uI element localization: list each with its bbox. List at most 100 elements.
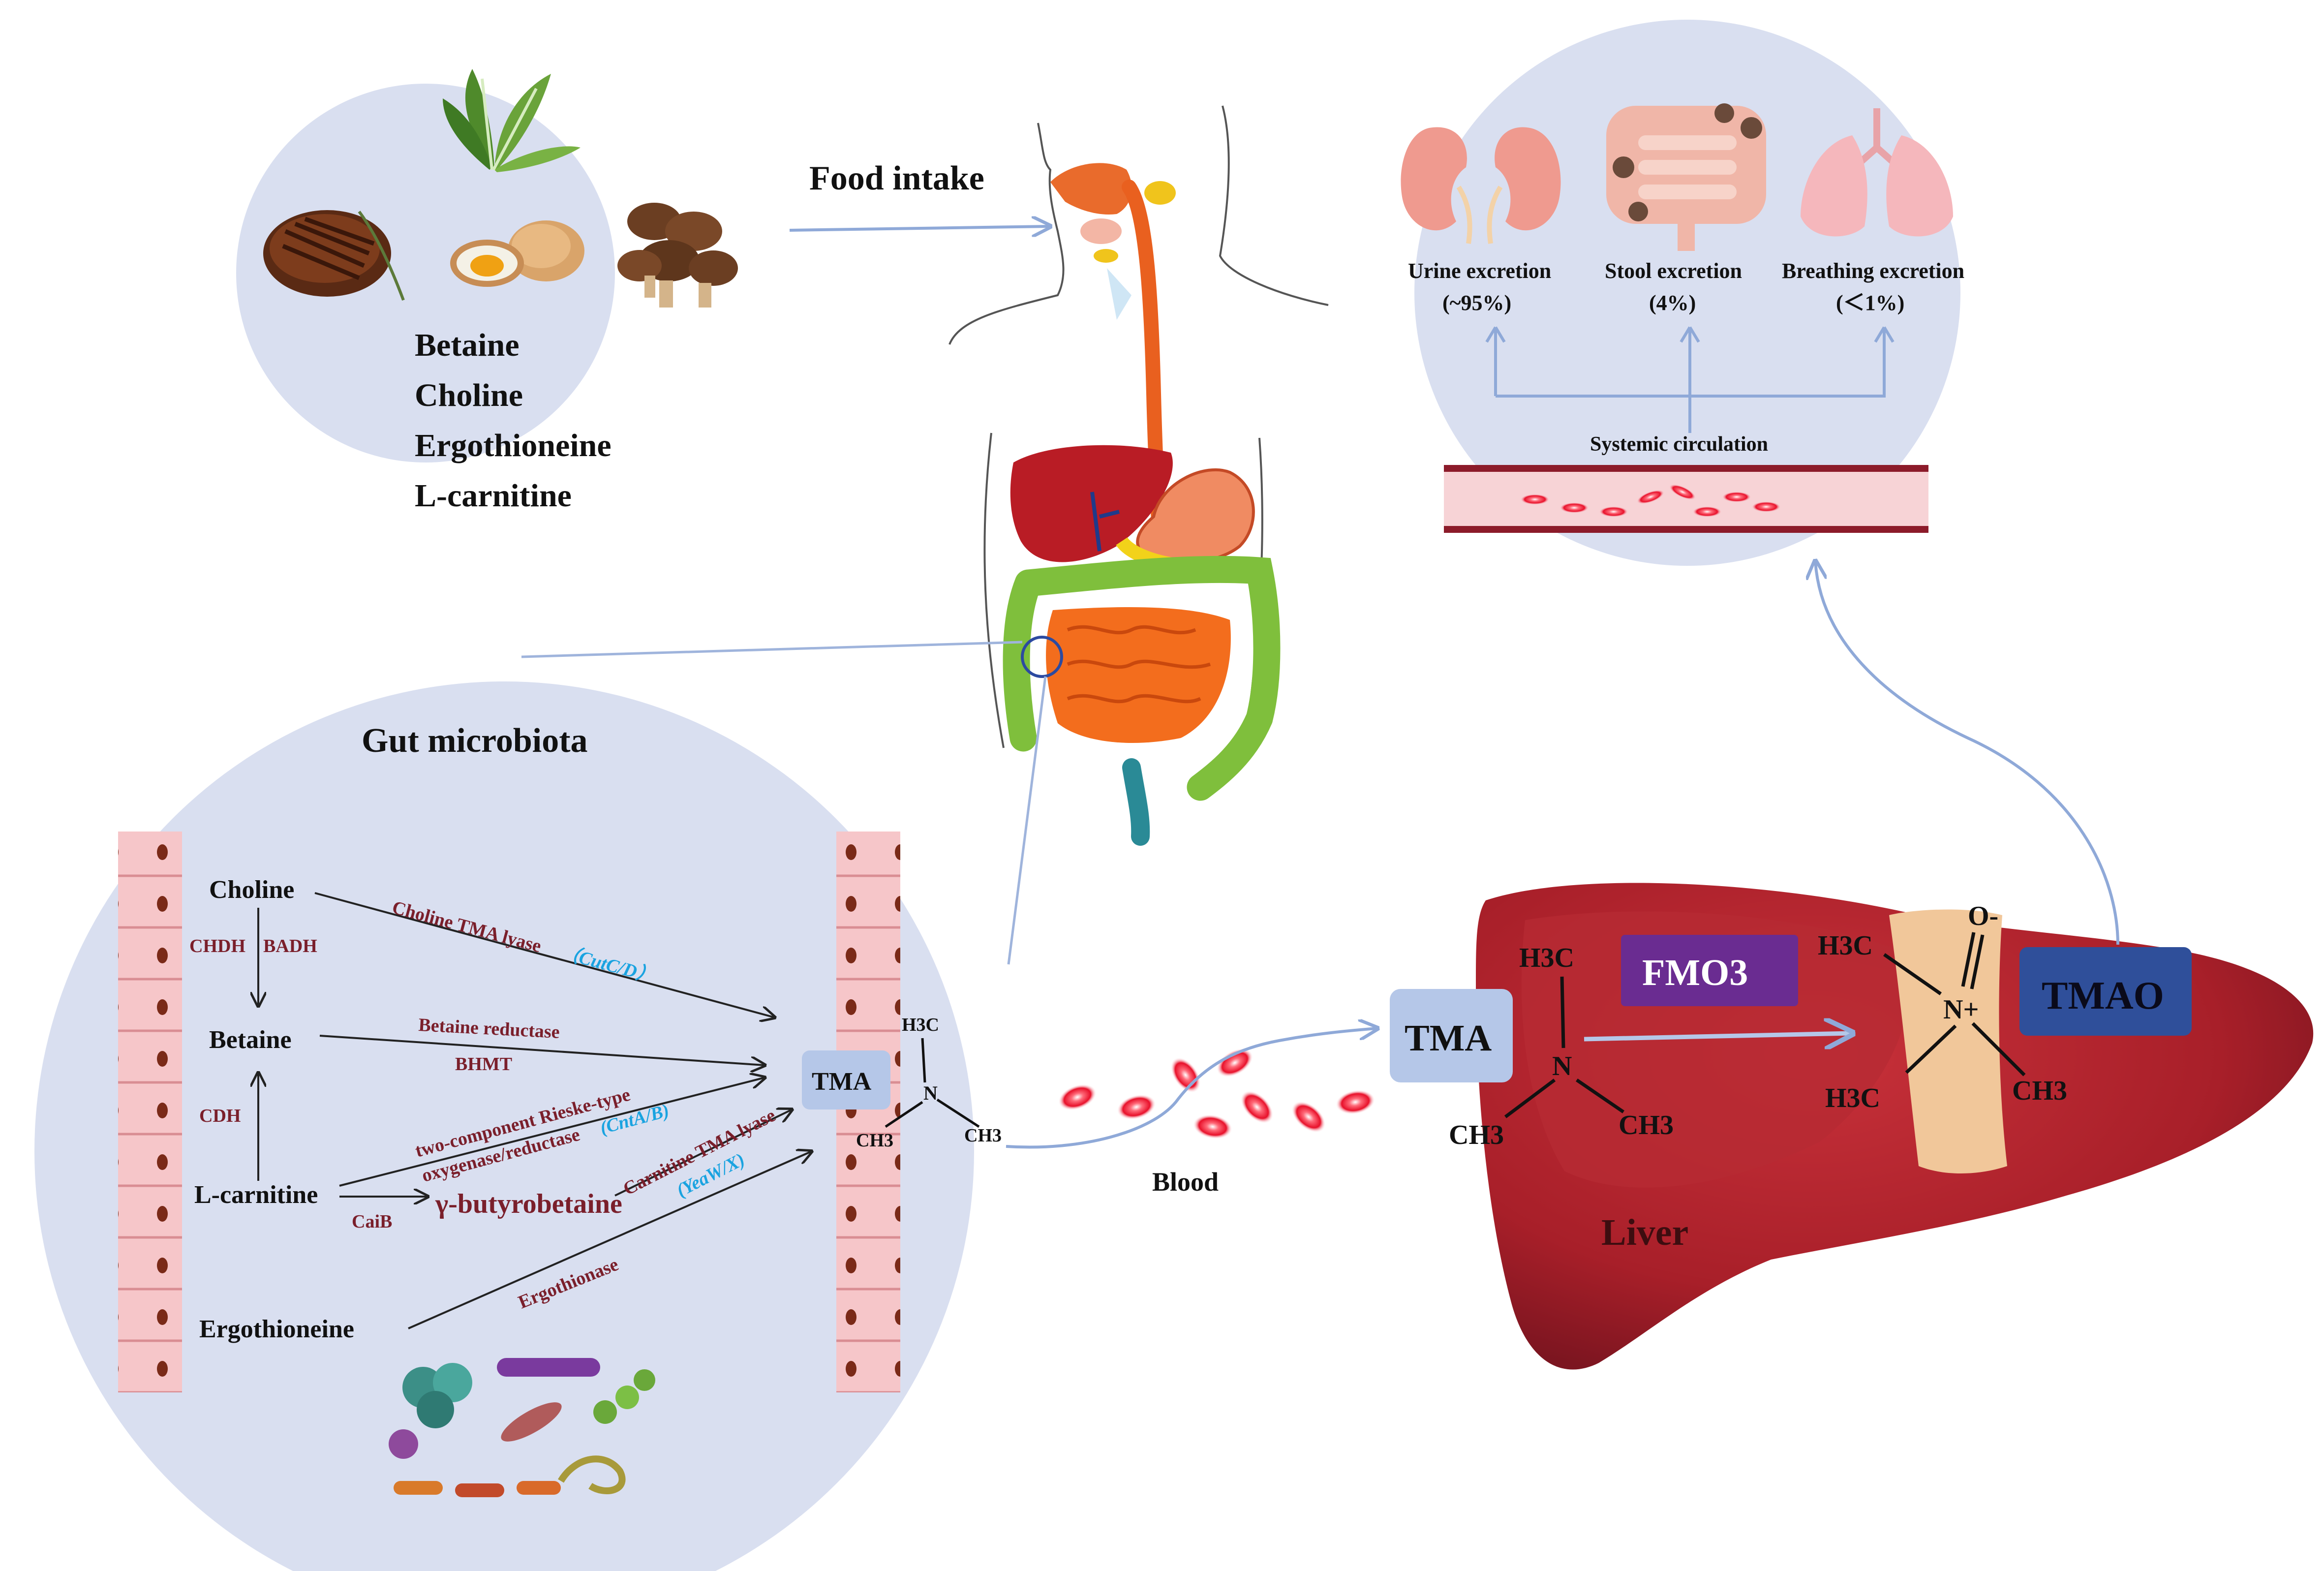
tmao-struct-h3c-bottom: H3C [1825, 1083, 1880, 1113]
food-panel: Betaine Choline Ergothioneine L-carnitin… [236, 69, 738, 514]
bacteria-icon [389, 1358, 655, 1497]
large-intestine-icon [1003, 555, 1281, 801]
metabolite-ergothioneine: Ergothioneine [199, 1315, 354, 1343]
liver-panel: Liver TMA H3C N CH3 CH3 FMO3 H3C N+ H3C … [1390, 883, 2314, 1370]
gut-title: Gut microbiota [362, 722, 588, 760]
gut-microbiota-panel: Gut microbiota Choline Betaine L-carniti… [34, 681, 1002, 1571]
zoom-marker-circle [1021, 636, 1063, 678]
vessel-blood-cells [1520, 484, 1781, 517]
kidneys-icon [1401, 127, 1561, 244]
excretion-arrowheads [1485, 326, 1895, 343]
fmo3-box [1621, 935, 1798, 1006]
gut-tma-label: TMA [812, 1068, 872, 1096]
gut-struct-ch3-left: CH3 [856, 1130, 893, 1151]
liver-struct-ch3-left: CH3 [1449, 1120, 1504, 1150]
fmo3-label: FMO3 [1642, 952, 1748, 993]
tmao-struct-o-minus: O- [1968, 901, 1998, 931]
metabolite-betaine: Betaine [209, 1026, 292, 1054]
tmao-struct-ch3: CH3 [2012, 1076, 2067, 1106]
metabolite-gamma-butyrobetaine: γ-butyrobetaine [435, 1189, 622, 1219]
food-item-choline: Choline [415, 377, 523, 413]
rectum-icon [1122, 758, 1150, 846]
human-body [948, 105, 1329, 846]
urine-excretion-pct: (~95%) [1442, 291, 1511, 315]
arrow-lcarnitine-tma [339, 1078, 765, 1187]
enzyme-badh: BADH [263, 936, 317, 956]
epithelium-right [836, 832, 900, 1392]
trachea-icon [1107, 268, 1131, 320]
enzyme-chdh: CHDH [189, 936, 245, 956]
arrow-betaine-tma [319, 1035, 765, 1065]
metabolite-lcarnitine: L-carnitine [194, 1181, 318, 1209]
excretion-panel: Urine excretion (~95%) Stool excretion (… [1401, 20, 1964, 566]
food-item-ergothioneine: Ergothioneine [415, 428, 612, 463]
small-intestine-icon [1046, 607, 1231, 743]
gallbladder-band [1889, 909, 2007, 1173]
food-intake-label: Food intake [809, 159, 984, 197]
body-outline-left [948, 123, 1065, 345]
tmao-struct-bonds [1883, 932, 2026, 1077]
tmao-label: TMAO [2042, 974, 2164, 1017]
gut-circle [34, 681, 974, 1571]
food-item-betaine: Betaine [415, 327, 520, 363]
arrow-gbb-tma [614, 1109, 792, 1197]
arrow-choline-tma [314, 892, 775, 1017]
lungs-icon [1801, 108, 1953, 237]
zoom-connector-bottom [1007, 676, 1047, 965]
tmao-to-circulation-arrow [1815, 561, 2119, 945]
tmao-box [2019, 947, 2192, 1036]
gut-tma-box [802, 1050, 890, 1109]
intestine-folds [1067, 625, 1211, 704]
blood-section: Blood [1006, 1028, 1377, 1197]
urine-excretion-label: Urine excretion [1408, 259, 1551, 283]
label-bhmt: BHMT [455, 1054, 512, 1075]
salivary-gland-lower-icon [1094, 249, 1118, 263]
tongue-icon [1080, 218, 1122, 244]
vessel-wall-top [1444, 465, 1928, 472]
metabolite-choline: Choline [209, 876, 294, 904]
excretion-arrows [1494, 327, 1886, 433]
oral-cavity-icon [1050, 163, 1132, 215]
food-circle [236, 84, 615, 462]
gut-struct-bonds [885, 1038, 980, 1128]
gut-struct-h3c: H3C [902, 1015, 939, 1035]
vessel-wall-bottom [1444, 526, 1928, 533]
salivary-gland-icon [1144, 181, 1176, 205]
liver-tma-label: TMA [1405, 1017, 1492, 1059]
enzyme-caib: CaiB [352, 1211, 392, 1232]
colon-icon [1606, 103, 1766, 251]
eggs-icon [450, 220, 584, 287]
tmao-struct-h3c-top: H3C [1818, 930, 1873, 961]
stool-excretion-label: Stool excretion [1605, 259, 1742, 283]
breathing-excretion-pct: (＜1%) [1836, 291, 1904, 315]
zoom-connector-top [521, 641, 1023, 658]
stool-excretion-pct: (4%) [1649, 291, 1696, 315]
systemic-circulation-label: Systemic circulation [1590, 433, 1768, 456]
gut-struct-n: N [923, 1082, 938, 1104]
food-item-lcarnitine: L-carnitine [415, 478, 572, 514]
gut-struct-ch3-right: CH3 [964, 1125, 1002, 1146]
liver-label: Liver [1601, 1212, 1688, 1253]
steak-icon [263, 210, 405, 301]
mushrooms-icon [617, 203, 738, 308]
blood-cells [1058, 1048, 1375, 1139]
body-liver-icon [1010, 445, 1173, 562]
body-outline-right [1219, 105, 1329, 306]
epithelium-left [118, 832, 182, 1392]
tmao-struct-n-plus: N+ [1943, 994, 1979, 1025]
enzyme-cdh: CDH [199, 1106, 241, 1126]
liver-tma-box [1390, 989, 1513, 1082]
fmo3-reaction-arrow [1584, 1033, 1852, 1039]
blood-arrow [1006, 1028, 1377, 1149]
bile-duct-icon [1090, 492, 1120, 552]
arrow-ergothioneine-tma [408, 1151, 812, 1329]
liver-struct-h3c: H3C [1519, 943, 1574, 973]
liver-struct-n: N [1552, 1051, 1572, 1081]
liver-struct-ch3-right: CH3 [1619, 1110, 1674, 1140]
liver-struct-bonds [1504, 976, 1624, 1118]
blood-label: Blood [1152, 1167, 1219, 1197]
food-intake-arrow [789, 226, 1050, 230]
liver-lobe-highlight [1521, 911, 1911, 1188]
breathing-excretion-label: Breathing excretion [1782, 259, 1964, 283]
